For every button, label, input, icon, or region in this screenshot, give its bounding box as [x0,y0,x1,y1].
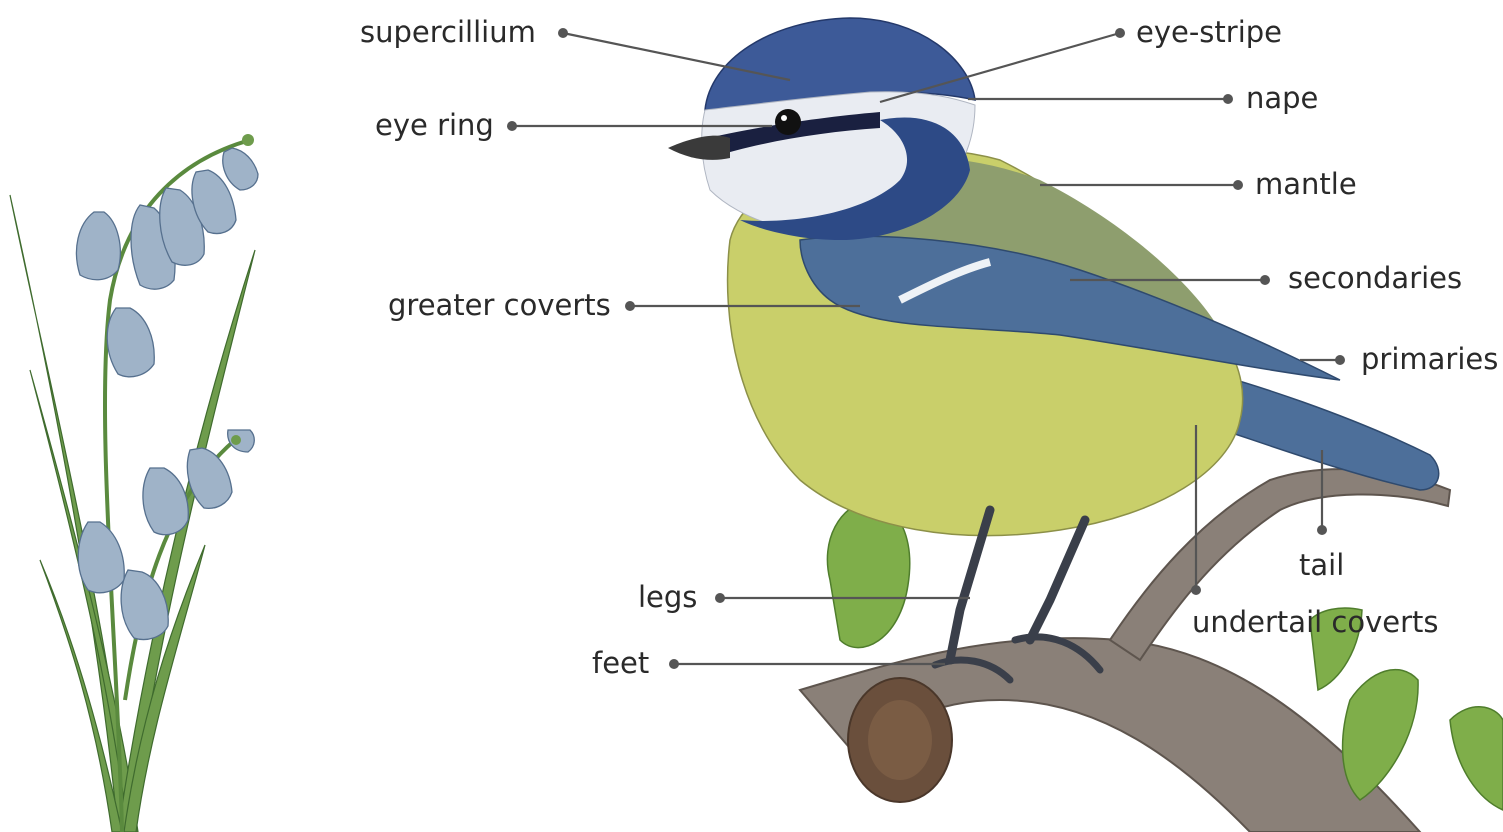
label-mantle: mantle [1255,170,1357,199]
leader-mantle [1040,180,1243,190]
label-undertail-coverts: undertail coverts [1192,608,1439,637]
leader-nape [968,94,1233,104]
label-eye-ring: eye ring [375,111,494,140]
label-legs: legs [638,583,697,612]
label-tail: tail [1299,551,1344,580]
label-primaries: primaries [1361,345,1498,374]
label-feet: feet [592,649,649,678]
bluebell-illustration [10,134,258,832]
label-supercillium: supercillium [360,18,536,47]
label-greater-coverts: greater coverts [388,291,611,320]
label-nape: nape [1246,84,1318,113]
label-eye-stripe: eye-stripe [1136,18,1282,47]
label-secondaries: secondaries [1288,264,1462,293]
